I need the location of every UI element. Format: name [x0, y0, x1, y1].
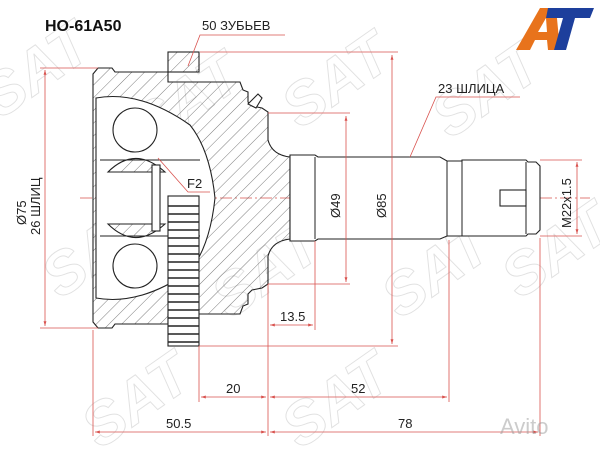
inner-spline [151, 164, 161, 232]
svg-text:SAT: SAT [69, 337, 206, 450]
ball [112, 107, 158, 153]
f2-label: F2 [187, 176, 202, 191]
dimension-lines [40, 34, 582, 436]
thread-label: M22x1.5 [559, 178, 574, 228]
boot-seal [247, 93, 263, 109]
inner-splines-label: 26 ШЛИЦ [28, 177, 43, 235]
dim-52: 52 [351, 381, 365, 396]
abs-ring-teeth [167, 195, 200, 347]
teeth-label: 50 ЗУБЬЕВ [202, 18, 270, 33]
dim-50-5: 50.5 [166, 416, 191, 431]
outer-splines-label: 23 ШЛИЦА [438, 81, 504, 96]
dim-20: 20 [226, 381, 240, 396]
cage [106, 158, 167, 173]
cotter-hole [499, 189, 527, 207]
outer-diameter-label: Ø75 [14, 200, 29, 225]
svg-text:SAT: SAT [269, 337, 406, 450]
avito-watermark: Avito [500, 414, 549, 439]
ball [112, 243, 158, 289]
cage [106, 223, 167, 238]
dim-78: 78 [398, 416, 412, 431]
svg-text:SAT: SAT [269, 17, 406, 141]
abs-diameter-label: Ø85 [374, 193, 389, 218]
dim-13-5: 13.5 [280, 309, 305, 324]
abs-ring-top [167, 51, 200, 73]
at-logo [516, 8, 594, 50]
stub-shaft [289, 154, 541, 242]
seal-diameter-label: Ø49 [328, 193, 343, 218]
part-number-title: HO-61A50 [45, 18, 122, 35]
